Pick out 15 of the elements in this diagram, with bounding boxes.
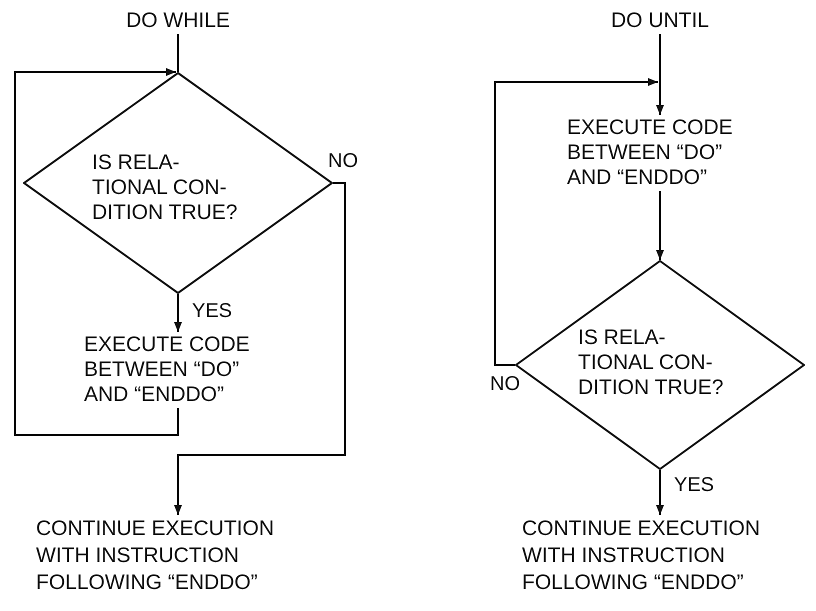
decision-text: IS RELA- TIONAL CON- DITION TRUE? [578, 325, 724, 400]
arrow [174, 182, 346, 515]
arrow [656, 191, 664, 260]
process-text: EXECUTE CODE BETWEEN “DO” AND “ENDDO” [567, 115, 749, 190]
process-text: EXECUTE CODE BETWEEN “DO” AND “ENDDO” [84, 332, 266, 407]
start-label: DO WHILE [113, 8, 243, 33]
arrow [656, 34, 664, 115]
result-text: CONTINUE EXECUTION WITH INSTRUCTION FOLLOWING “ENDDO” [522, 515, 784, 596]
arrow [494, 78, 658, 366]
arrow [656, 470, 664, 515]
arrow [174, 294, 182, 332]
arrow [14, 68, 179, 436]
decision-text: IS RELA- TIONAL CON- DITION TRUE? [92, 150, 238, 225]
start-label: DO UNTIL [600, 8, 720, 33]
result-text: CONTINUE EXECUTION WITH INSTRUCTION FOLLOWING “ENDDO” [36, 515, 298, 596]
